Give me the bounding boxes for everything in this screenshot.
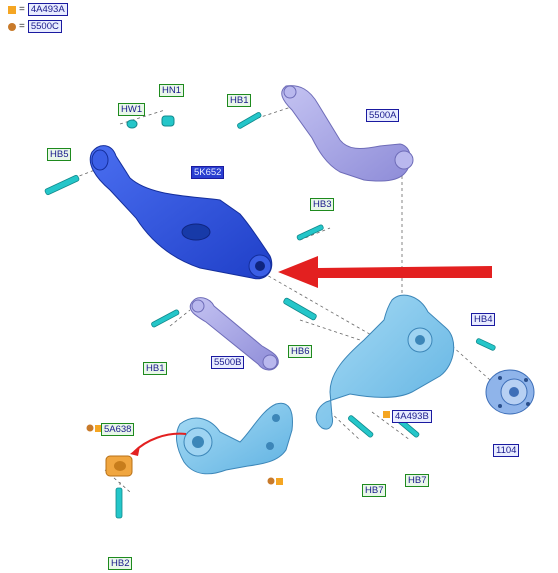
legend-code: 4A493A [27,3,68,16]
label-5a638: 5A638 [101,423,135,436]
label-5k652: 5K652 [191,166,225,179]
label-hn1: HN1 [159,84,185,97]
label-hw1: HW1 [118,103,146,116]
label-hb4: HB4 [471,313,496,326]
label-hb2: HB2 [108,557,133,570]
marker-dot [86,424,94,432]
marker-square [383,411,390,418]
legend-item-5500c: = 5500C [8,20,62,33]
legend-code: 5500C [27,20,62,33]
square-marker-icon [8,5,16,14]
nut-icon [161,115,175,127]
dot-marker-icon [8,22,16,31]
marker-dot [267,477,275,485]
label-5500a: 5500A [366,109,400,122]
upper-link-5500a [281,85,414,182]
label-hb5: HB5 [47,148,72,161]
wheel-hub-1104 [485,369,535,415]
lower-control-arm-5k652 [89,145,273,280]
label-1104: 1104 [493,444,520,457]
curved-arrow-icon [130,432,187,456]
legend-item-4a493a: = 4A493A [8,3,68,16]
knuckle-4a493b [315,294,455,430]
label-hb7-right: HB7 [405,474,430,487]
marker-square [95,425,102,432]
bushing-5a638 [105,455,133,477]
label-4a493b: 4A493B [392,410,432,423]
label-hb3: HB3 [310,198,335,211]
toe-link-5500b [189,297,279,371]
label-5500b: 5500B [211,356,245,369]
washer-icon [126,119,138,129]
marker-square [276,478,283,485]
label-hb1-low: HB1 [143,362,168,375]
label-hb7-left: HB7 [362,484,387,497]
callout-arrow-icon [278,256,492,288]
trailing-bracket [176,402,293,475]
label-hb1-top: HB1 [227,94,252,107]
bolt-icon [44,112,496,519]
label-hb6: HB6 [288,345,313,358]
